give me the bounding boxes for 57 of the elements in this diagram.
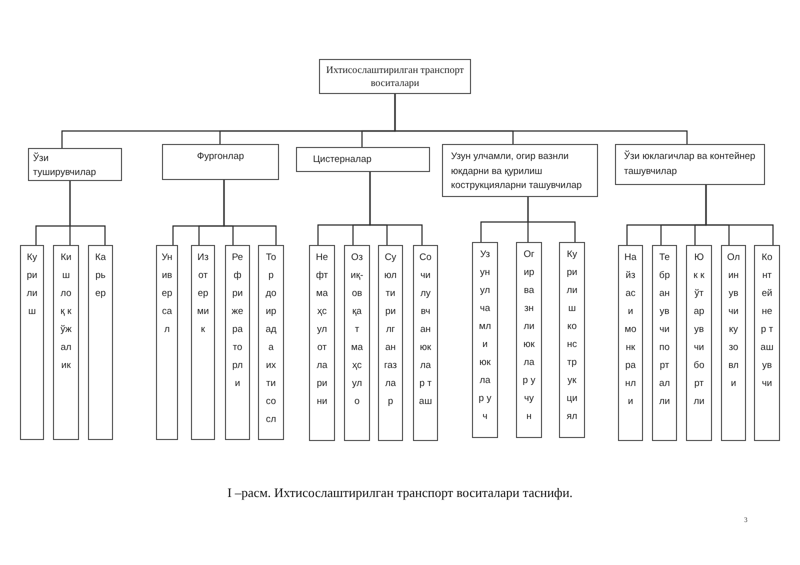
subtype-box <box>344 245 370 441</box>
subtype-label: Курилиш конструкциял <box>566 248 578 424</box>
subtype-box <box>309 245 335 441</box>
subtype-label: Кишлоқ кўжалик <box>60 251 72 373</box>
subtype-box <box>472 242 498 438</box>
subtype-box <box>88 245 113 440</box>
subtype-label: Контейнер ташувчи <box>760 251 774 391</box>
subtype-label: Озиқ-овқат маҳсуло <box>350 251 364 409</box>
category-label: Ўзи туширувчилар <box>33 152 98 180</box>
connector-line <box>223 180 277 245</box>
category-box <box>296 147 430 172</box>
subtype-box <box>413 245 438 441</box>
subtype-box <box>721 245 746 441</box>
subtype-label: Карьер <box>94 251 107 301</box>
subtype-box <box>559 242 585 438</box>
root-label: Ихтисослаштирилган транспорт воситалари <box>325 64 465 90</box>
subtype-label: Огир вазнли юклар учун <box>522 248 536 424</box>
subtype-label: Сочилувчан юклар таш <box>419 251 432 409</box>
subtype-label: Тебранувчи порталли <box>658 251 671 409</box>
connector-line <box>369 172 423 245</box>
subtype-box <box>156 245 178 440</box>
subtype-box <box>191 245 215 440</box>
subtype-label: Юк кўтарувчи бортли <box>692 251 706 409</box>
subtype-box <box>618 245 643 441</box>
root-box <box>319 59 471 94</box>
category-box <box>615 144 765 185</box>
subtype-label: Курилиш <box>26 251 38 319</box>
category-box <box>28 148 122 181</box>
subtype-label: Суюлтирилган газлар <box>384 251 397 409</box>
category-box <box>162 144 279 180</box>
subtype-box <box>652 245 677 441</box>
connector-line <box>705 185 774 245</box>
category-label: Узун улчамли, огир вазнли юкдарни ва қурилиш кострукцияларни ташувчилар <box>451 150 583 193</box>
category-label: Цистерналар <box>313 153 373 167</box>
subtype-label: Рефрижераторли <box>231 251 244 391</box>
subtype-label: Найзаси монкранли <box>624 251 637 409</box>
subtype-label: Изотермик <box>196 251 210 337</box>
subtype-box <box>378 245 403 441</box>
subtype-box <box>516 242 542 438</box>
subtype-box <box>20 245 44 440</box>
category-label: Фургонлар <box>196 150 246 164</box>
connector-line <box>394 94 688 144</box>
subtype-label: Олинувчи кузовли <box>727 251 740 391</box>
connector-line <box>527 197 576 242</box>
subtype-box <box>53 245 79 440</box>
subtype-box <box>754 245 780 441</box>
subtype-label: Нефт маҳсулотларини <box>316 251 328 409</box>
subtype-label: Универсал <box>160 251 174 337</box>
subtype-box <box>258 245 284 440</box>
category-label: Ўзи юклагичлар ва контейнер ташувчилар <box>624 150 756 178</box>
subtype-label: Узун улчамли юклар уч <box>478 248 492 424</box>
subtype-label: Тор доирада ихтисосл <box>264 251 278 427</box>
connector-line <box>69 181 106 245</box>
subtype-box <box>686 245 712 441</box>
category-box <box>442 144 598 197</box>
subtype-box <box>225 245 250 440</box>
figure-caption: I –расм. Ихтисослаштирилган транспорт воситалари таснифи. <box>226 485 574 501</box>
